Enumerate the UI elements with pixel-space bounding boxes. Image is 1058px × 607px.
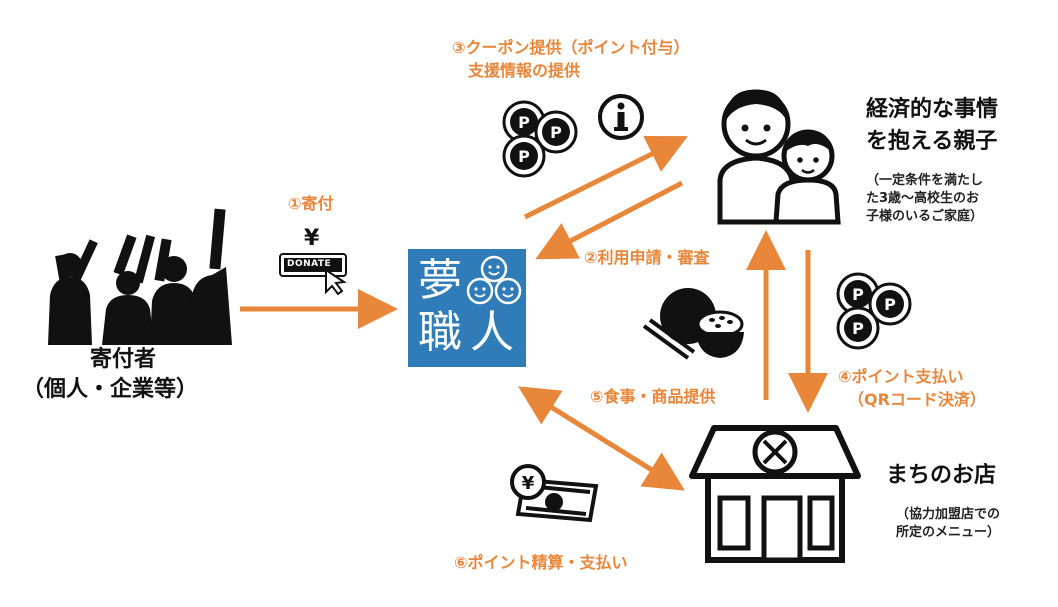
logo-faces-icon	[466, 255, 522, 305]
family-note-line2: た3歳～高校生のお	[866, 191, 980, 206]
donate-button-icon	[279, 253, 347, 296]
shop-note-line1: （協力加盟店での	[896, 507, 1001, 522]
money-icon: ¥	[510, 464, 599, 523]
coins-icon: P P P	[502, 100, 578, 178]
family-note-line3: 子様のいるご家庭）	[866, 209, 984, 224]
logo-char-1: 夢	[418, 255, 462, 306]
label-application: ②利用申請・審査	[584, 248, 710, 267]
label-coupon-line2: 支援情報の提供	[468, 61, 581, 80]
family-title-line1: 経済的な事情	[866, 97, 999, 122]
donor-label-line2: （個人・企業等）	[22, 377, 199, 402]
shop-note-line2: 所定のメニュー）	[896, 525, 1001, 540]
yumeshokunin-logo: 夢 職 人	[408, 249, 526, 367]
label-settlement: ⑥ポイント精算・支払い	[454, 553, 628, 572]
shop-title: まちのお店	[886, 463, 997, 488]
coin-letter: P	[852, 285, 864, 304]
yen-symbol: ¥	[304, 226, 320, 251]
coin-letter: P	[550, 123, 562, 142]
label-coupon-line1: ③クーポン提供（ポイント付与）	[452, 38, 690, 57]
info-icon	[598, 94, 644, 140]
family-title-line2: を抱える親子	[866, 129, 998, 154]
coin-letter: P	[852, 319, 864, 338]
rice-bowl-icon	[642, 288, 744, 360]
crowd-silhouette-icon	[48, 208, 232, 345]
shop-icon	[689, 425, 861, 563]
logo-char-3: 人	[470, 307, 514, 358]
money-yen: ¥	[522, 473, 535, 494]
donor-label-line1: 寄付者	[90, 347, 157, 372]
label-meal: ⑤食事・商品提供	[590, 387, 716, 406]
arrow-coupon	[523, 135, 688, 220]
arrow-settlement	[518, 386, 685, 491]
parent-child-icon	[717, 89, 841, 225]
coin-letter: P	[884, 295, 896, 314]
donate-button-text: DONATE	[287, 259, 332, 269]
label-donation: ①寄付	[288, 194, 334, 213]
label-payment-line1: ④ポイント支払い	[838, 367, 964, 386]
logo-char-2: 職	[418, 307, 462, 358]
arrow-application	[535, 180, 684, 260]
label-payment-line2: （QRコード決済）	[848, 390, 986, 409]
coin-letter: P	[518, 113, 530, 132]
family-note-line1: （一定条件を満たし	[866, 173, 984, 188]
coin-letter: P	[518, 147, 530, 166]
coins-icon: P P P	[836, 272, 912, 350]
